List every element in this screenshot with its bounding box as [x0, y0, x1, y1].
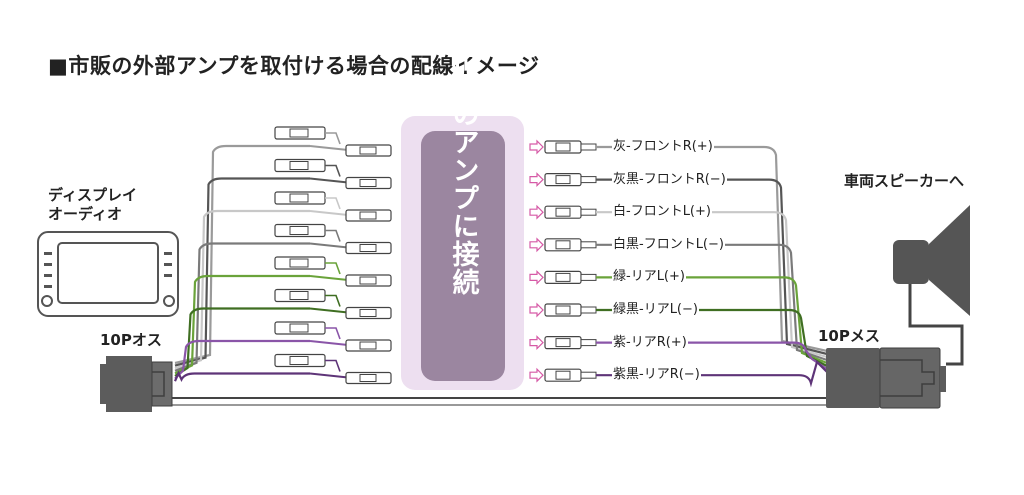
speaker-icon [893, 205, 970, 366]
male-connector [100, 356, 173, 412]
wire-label-5: 緑-リアL(+) [612, 269, 686, 285]
wire-7 [174, 321, 828, 380]
wire-left-path [174, 242, 310, 372]
pass-through-wires [170, 397, 827, 406]
wire-8 [173, 353, 828, 388]
wire-right-path [596, 276, 828, 365]
arrow-icon [529, 302, 544, 318]
wire-right-path [596, 308, 828, 367]
wire-3 [174, 191, 828, 370]
wire-label-1: 灰-フロントR(+) [612, 139, 714, 154]
wire-label-7: 紫-リアR(+) [612, 334, 688, 350]
wire-label-4: 白黒-フロントL(−) [612, 236, 725, 252]
female-connector [826, 347, 946, 409]
arrow-icon [529, 172, 544, 188]
female-connector-label: 10Pメス [818, 327, 880, 345]
wire-4 [174, 223, 828, 372]
arrow-icon [529, 204, 544, 220]
wire-2 [174, 158, 828, 367]
wire-left-path [174, 307, 310, 377]
wire-1 [174, 126, 828, 365]
amp-label: 市販のアンプに接続 [448, 43, 480, 296]
wire-right-path [596, 359, 828, 388]
wire-right-path [596, 211, 828, 359]
page-title: ■市販の外部アンプを取付ける場合の配線イメージ [48, 54, 540, 78]
wire-6 [174, 288, 828, 377]
wire-left-path [174, 274, 310, 375]
speaker-label: 車両スピーカーへ [844, 172, 965, 190]
display-audio-label-line2: オーディオ [48, 205, 122, 223]
display-audio-icon [37, 231, 179, 317]
arrow-icon [529, 269, 544, 285]
arrow-icon [529, 335, 544, 351]
wire-left-path [174, 177, 310, 367]
wire-right-path [596, 243, 828, 362]
wire-label-2: 灰黒-フロントR(−) [612, 171, 727, 187]
wire-right-path [596, 178, 828, 356]
male-connector-label: 10Pオス [100, 331, 162, 349]
arrow-icon [529, 237, 544, 253]
wire-label-6: 緑黒-リアL(−) [612, 302, 699, 317]
wire-right-path [596, 341, 828, 370]
wire-5 [174, 256, 828, 375]
amp-box [401, 116, 524, 390]
wire-label-8: 紫黒-リアR(−) [612, 367, 701, 383]
wire-left-path [174, 209, 310, 370]
wire-left-path [174, 144, 310, 365]
wire-left-path [173, 370, 310, 383]
wire-label-3: 白-フロントL(+) [612, 204, 712, 220]
wire-right-path [596, 145, 828, 353]
display-audio-label-line1: ディスプレイ [48, 186, 137, 204]
wire-left-path [174, 339, 310, 380]
display-audio-label: ディスプレイ オーディオ [48, 186, 137, 224]
arrow-icon [529, 139, 544, 155]
arrow-icon [529, 367, 544, 383]
